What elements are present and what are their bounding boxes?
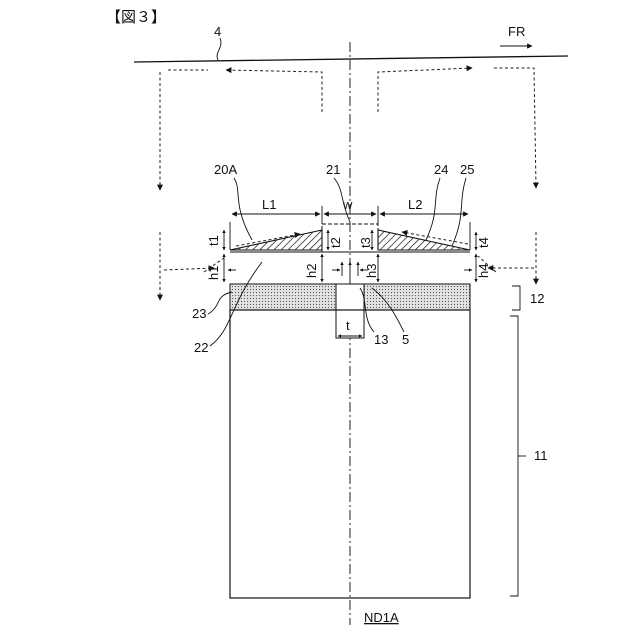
label-t2: t2 [328, 237, 343, 248]
label-t: t [346, 318, 350, 333]
leader-25 [452, 178, 466, 246]
label-12: 12 [530, 291, 544, 306]
label-4: 4 [214, 24, 221, 39]
flow-right-return [378, 68, 472, 112]
label-24: 24 [434, 162, 448, 177]
label-11: 11 [534, 448, 548, 463]
leader-23 [208, 292, 232, 314]
label-h4: h4 [476, 264, 491, 278]
label-21: 21 [326, 162, 340, 177]
label-t1: t1 [206, 235, 221, 246]
direction-label: FR [508, 24, 525, 39]
figure-title: 【図３】 [106, 9, 166, 26]
label-22: 22 [194, 340, 208, 355]
bracket-11 [510, 316, 518, 596]
label-L2: L2 [408, 197, 422, 212]
gap-13 [336, 284, 364, 338]
label-h3: h3 [364, 264, 379, 278]
leader-4 [217, 38, 221, 60]
label-h1: h1 [206, 266, 221, 280]
bracket-12 [512, 286, 520, 310]
label-L1: L1 [262, 197, 276, 212]
right-wing-24 [378, 230, 470, 250]
figure-caption: ND1A [364, 610, 399, 625]
label-t3: t3 [358, 237, 373, 248]
label-t4: t4 [476, 237, 491, 248]
label-5: 5 [402, 332, 409, 347]
leader-20A [234, 178, 252, 240]
label-25: 25 [460, 162, 474, 177]
leader-24 [426, 178, 440, 240]
label-h2: h2 [304, 264, 319, 278]
left-wing-20A [230, 230, 322, 250]
flow-left-return [226, 70, 322, 112]
label-20A: 20A [214, 162, 237, 177]
top-line-4 [134, 56, 568, 62]
label-23: 23 [192, 306, 206, 321]
label-13: 13 [374, 332, 388, 347]
flow-right-down [494, 68, 536, 188]
